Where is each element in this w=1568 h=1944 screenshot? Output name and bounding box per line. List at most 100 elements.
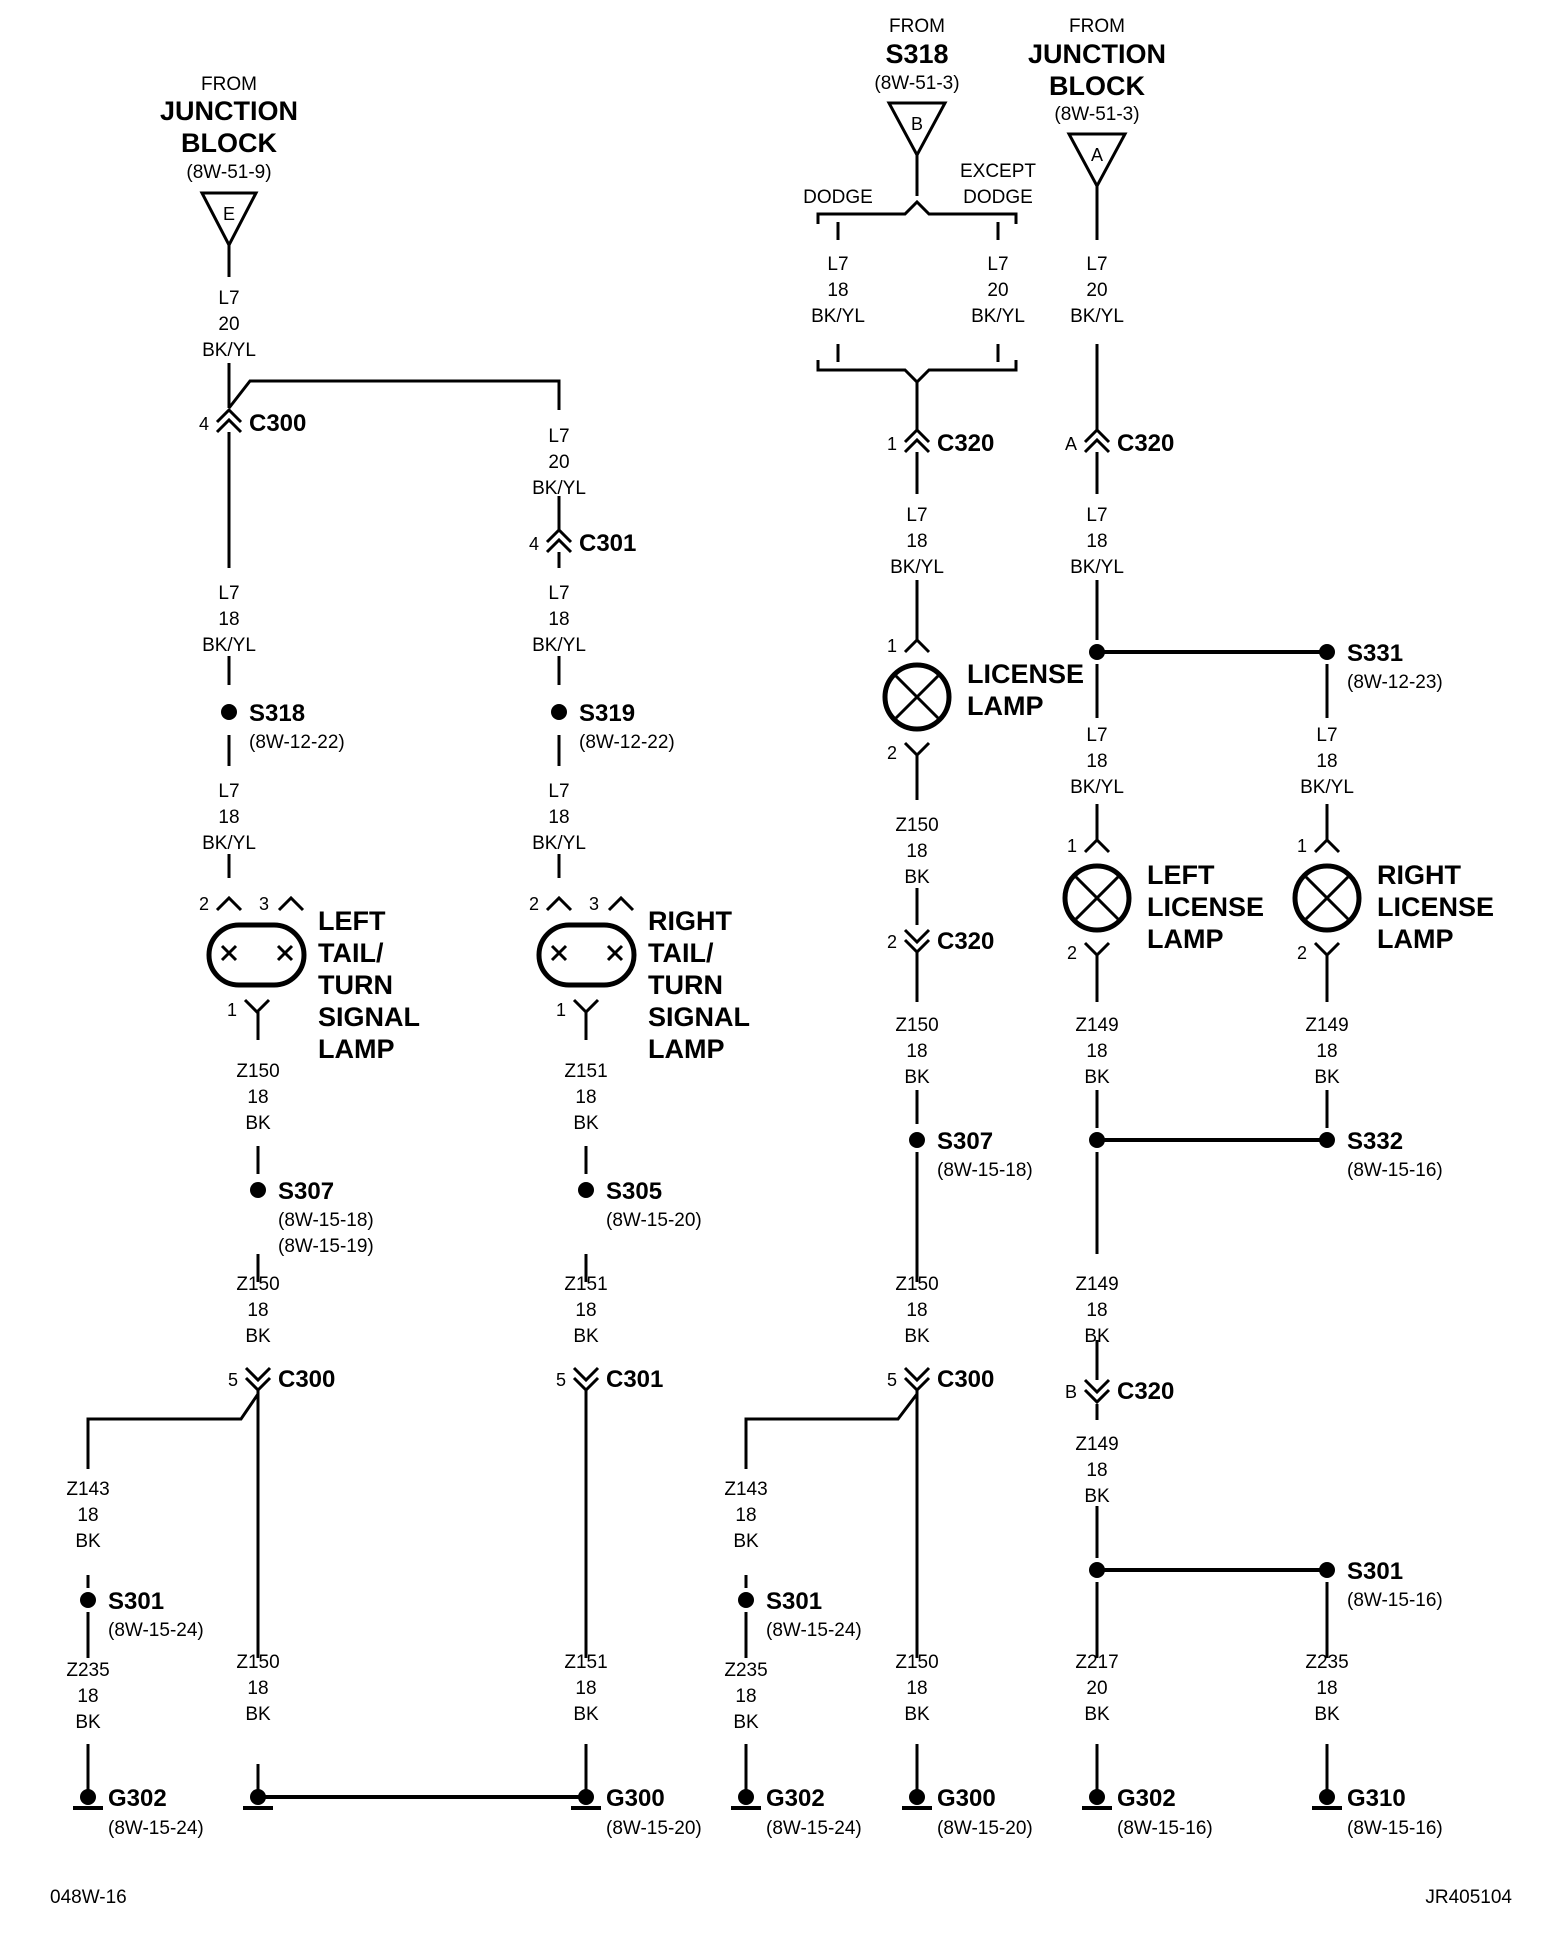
svg-text:18: 18 xyxy=(1316,751,1337,772)
svg-text:LEFT: LEFT xyxy=(318,906,386,936)
svg-text:18: 18 xyxy=(906,531,927,552)
svg-text:BK/YL: BK/YL xyxy=(890,557,944,578)
svg-text:C300: C300 xyxy=(249,410,306,437)
source-name-line1: JUNCTION xyxy=(1028,39,1166,69)
svg-text:3: 3 xyxy=(259,894,269,914)
svg-text:L7: L7 xyxy=(548,426,569,447)
svg-text:BK: BK xyxy=(75,1531,101,1552)
ground-tie-dot xyxy=(243,1789,273,1810)
svg-text:1: 1 xyxy=(1297,836,1307,856)
svg-text:L7: L7 xyxy=(987,254,1008,275)
connector-c301-bottom: 5 C301 xyxy=(556,1366,663,1393)
source-name-line2: BLOCK xyxy=(1049,71,1145,101)
svg-text:1: 1 xyxy=(227,1000,237,1020)
source-junction-block-a: FROM JUNCTION BLOCK (8W-51-3) A xyxy=(1028,16,1166,190)
svg-text:TAIL/: TAIL/ xyxy=(318,938,384,968)
svg-text:BK/YL: BK/YL xyxy=(532,833,586,854)
svg-text:1: 1 xyxy=(1067,836,1077,856)
svg-text:Z151: Z151 xyxy=(564,1274,607,1295)
svg-text:Z235: Z235 xyxy=(1305,1652,1348,1673)
svg-text:BK: BK xyxy=(1084,1326,1110,1347)
svg-text:LICENSE: LICENSE xyxy=(967,659,1084,689)
source-triangle xyxy=(1066,132,1128,190)
svg-text:18: 18 xyxy=(1086,1041,1107,1062)
svg-text:S305: S305 xyxy=(606,1178,662,1205)
splice-s332: S332 (8W-15-16) xyxy=(1089,1128,1443,1181)
svg-text:18: 18 xyxy=(906,1300,927,1321)
svg-text:BK: BK xyxy=(573,1704,599,1725)
connector-c301-top: 4 C301 xyxy=(529,527,636,557)
svg-text:18: 18 xyxy=(548,609,569,630)
svg-text:(8W-15-24): (8W-15-24) xyxy=(108,1620,204,1641)
svg-text:4: 4 xyxy=(529,534,539,554)
lamp-left-tail-turn-signal: 2 3 1 LEFT TAIL/ TURN SIGNAL LAMP xyxy=(199,894,420,1064)
svg-text:18: 18 xyxy=(735,1686,756,1707)
svg-text:S332: S332 xyxy=(1347,1128,1403,1155)
svg-text:G300: G300 xyxy=(606,1785,665,1812)
svg-text:Z143: Z143 xyxy=(66,1479,109,1500)
svg-text:Z149: Z149 xyxy=(1075,1015,1118,1036)
svg-text:L7: L7 xyxy=(218,781,239,802)
lamp-right-tail-turn-signal: 2 3 1 RIGHT TAIL/ TURN SIGNAL LAMP xyxy=(529,894,750,1064)
svg-text:BK/YL: BK/YL xyxy=(1300,777,1354,798)
svg-text:BK/YL: BK/YL xyxy=(532,635,586,656)
source-junction-block-e: FROM JUNCTION BLOCK (8W-51-9) E xyxy=(160,74,298,249)
svg-text:(8W-15-16): (8W-15-16) xyxy=(1347,1160,1443,1181)
svg-text:C320: C320 xyxy=(937,430,994,457)
svg-text:20: 20 xyxy=(548,452,569,473)
svg-text:18: 18 xyxy=(1086,751,1107,772)
svg-text:C301: C301 xyxy=(606,1366,663,1393)
svg-text:(8W-15-18): (8W-15-18) xyxy=(278,1210,374,1231)
svg-text:BK: BK xyxy=(573,1326,599,1347)
source-triangle xyxy=(199,191,259,249)
svg-text:SIGNAL: SIGNAL xyxy=(318,1002,420,1032)
svg-text:Z143: Z143 xyxy=(724,1479,767,1500)
svg-text:5: 5 xyxy=(556,1370,566,1390)
ground-g302-right: G302 (8W-15-16) xyxy=(1082,1785,1213,1839)
svg-text:BK: BK xyxy=(1314,1704,1340,1725)
svg-text:BK: BK xyxy=(904,867,930,888)
splice-s319: S319 (8W-12-22) xyxy=(551,700,675,753)
splice-s307-left: S307 (8W-15-18) (8W-15-19) xyxy=(250,1178,374,1257)
splice-s301-mid: S301 (8W-15-24) xyxy=(738,1588,862,1641)
source-from-label: FROM xyxy=(201,74,257,95)
svg-text:Z150: Z150 xyxy=(236,1061,279,1082)
svg-text:2: 2 xyxy=(199,894,209,914)
svg-text:BK: BK xyxy=(1084,1067,1110,1088)
svg-text:LAMP: LAMP xyxy=(318,1034,395,1064)
svg-text:(8W-15-18): (8W-15-18) xyxy=(937,1160,1033,1181)
svg-text:BK: BK xyxy=(1314,1067,1340,1088)
svg-text:BK: BK xyxy=(733,1712,759,1733)
svg-text:C320: C320 xyxy=(937,928,994,955)
svg-text:BK: BK xyxy=(904,1704,930,1725)
svg-text:LICENSE: LICENSE xyxy=(1147,892,1264,922)
source-ref: (8W-51-9) xyxy=(186,162,271,183)
source-tag: B xyxy=(911,114,923,134)
svg-text:BK: BK xyxy=(245,1704,271,1725)
svg-text:18: 18 xyxy=(1316,1678,1337,1699)
svg-text:(8W-15-16): (8W-15-16) xyxy=(1347,1818,1443,1839)
svg-text:(8W-15-20): (8W-15-20) xyxy=(937,1818,1033,1839)
svg-text:18: 18 xyxy=(218,609,239,630)
branch-label-except-dodge: DODGE xyxy=(963,187,1033,208)
svg-text:BK/YL: BK/YL xyxy=(971,306,1025,327)
svg-text:1: 1 xyxy=(887,636,897,656)
svg-text:L7: L7 xyxy=(1086,254,1107,275)
svg-text:LAMP: LAMP xyxy=(648,1034,725,1064)
svg-text:1: 1 xyxy=(556,1000,566,1020)
svg-text:Z149: Z149 xyxy=(1075,1274,1118,1295)
svg-text:TURN: TURN xyxy=(318,970,393,1000)
svg-text:LAMP: LAMP xyxy=(1147,924,1224,954)
svg-text:G302: G302 xyxy=(766,1785,825,1812)
ground-g300-mid: G300 (8W-15-20) xyxy=(902,1785,1033,1839)
